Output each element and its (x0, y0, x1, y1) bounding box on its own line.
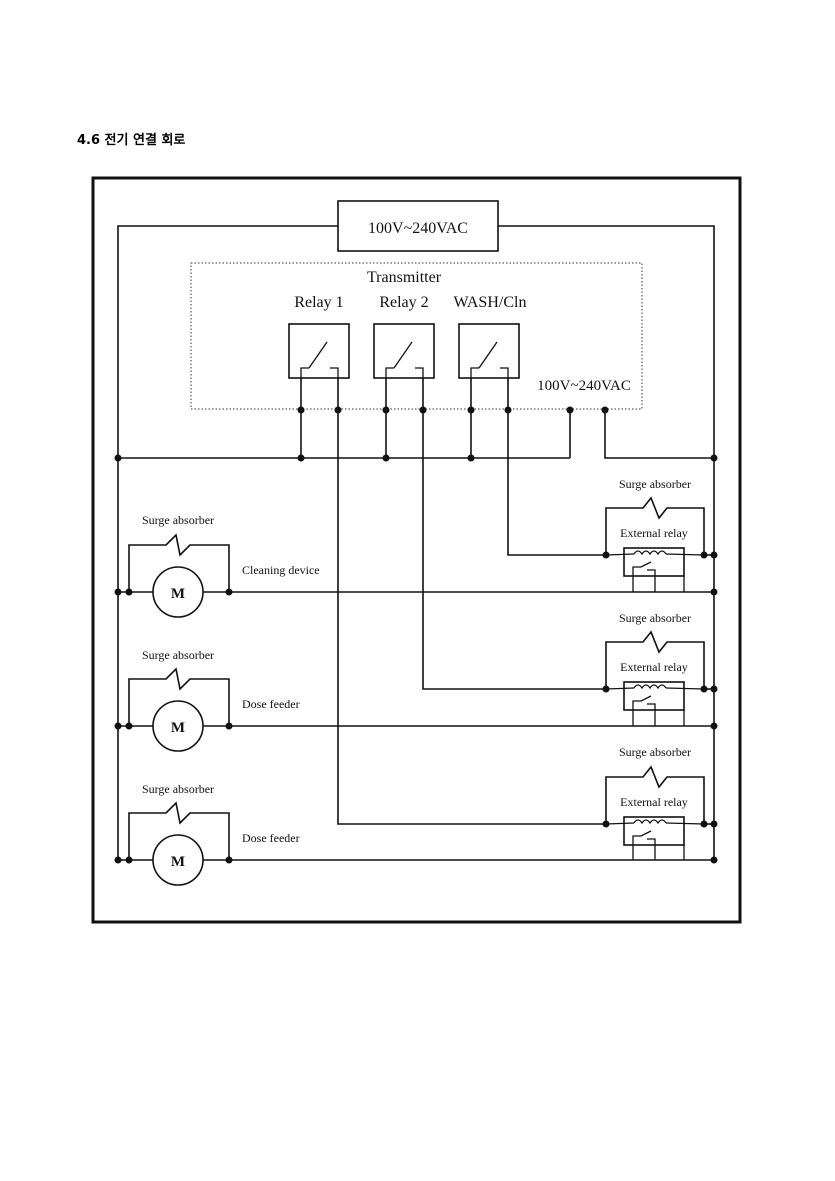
load-3-motor-label: M (171, 854, 185, 870)
ext-relay-1-surge-label: Surge absorber (619, 477, 691, 491)
load-3-device-label: Dose feeder (242, 831, 300, 845)
diagram-frame (91, 176, 742, 924)
section-heading: 4.6 전기 연결 회로 (77, 133, 186, 148)
load-2-motor-label: M (171, 720, 185, 736)
relay-1-switch (288, 323, 350, 379)
load-1-device-label: Cleaning device (242, 563, 320, 577)
load-2-surge-label: Surge absorber (142, 648, 214, 662)
wash-cln-switch (458, 323, 520, 379)
ext-relay-2-label: External relay (620, 660, 688, 674)
external-relay-3: Surge absorber External relay (602, 745, 718, 864)
relay-2-switch (373, 323, 435, 379)
relay-2-label: Relay 2 (379, 294, 428, 311)
load-cleaning-device: Surge absorber M Cleaning device (114, 513, 714, 618)
relay-1-label: Relay 1 (294, 294, 343, 311)
transmitter-title: Transmitter (367, 269, 442, 286)
ext-relay-1-label: External relay (620, 526, 688, 540)
load-1-surge-label: Surge absorber (142, 513, 214, 527)
external-relay-1: Surge absorber External relay (602, 477, 718, 596)
power-supply-label: 100V~240VAC (368, 220, 468, 237)
transmitter: Transmitter Relay 1 Relay 2 WASH/Cln 100… (190, 262, 643, 410)
supply-wiring (117, 225, 715, 860)
load-dose-feeder-2: Surge absorber M Dose feeder (114, 782, 714, 886)
power-supply: 100V~240VAC (337, 200, 499, 252)
ext-relay-3-label: External relay (620, 795, 688, 809)
transmitter-leads (118, 378, 714, 825)
transmitter-power-label: 100V~240VAC (537, 378, 631, 394)
transmitter-terminals (114, 406, 718, 462)
ext-relay-3-surge-label: Surge absorber (619, 745, 691, 759)
load-2-device-label: Dose feeder (242, 697, 300, 711)
load-dose-feeder-1: Surge absorber M Dose feeder (114, 648, 714, 752)
load-1-motor-label: M (171, 586, 185, 602)
external-relay-2: Surge absorber External relay (602, 611, 718, 730)
wash-cln-label: WASH/Cln (454, 294, 527, 311)
ext-relay-2-surge-label: Surge absorber (619, 611, 691, 625)
load-3-surge-label: Surge absorber (142, 782, 214, 796)
